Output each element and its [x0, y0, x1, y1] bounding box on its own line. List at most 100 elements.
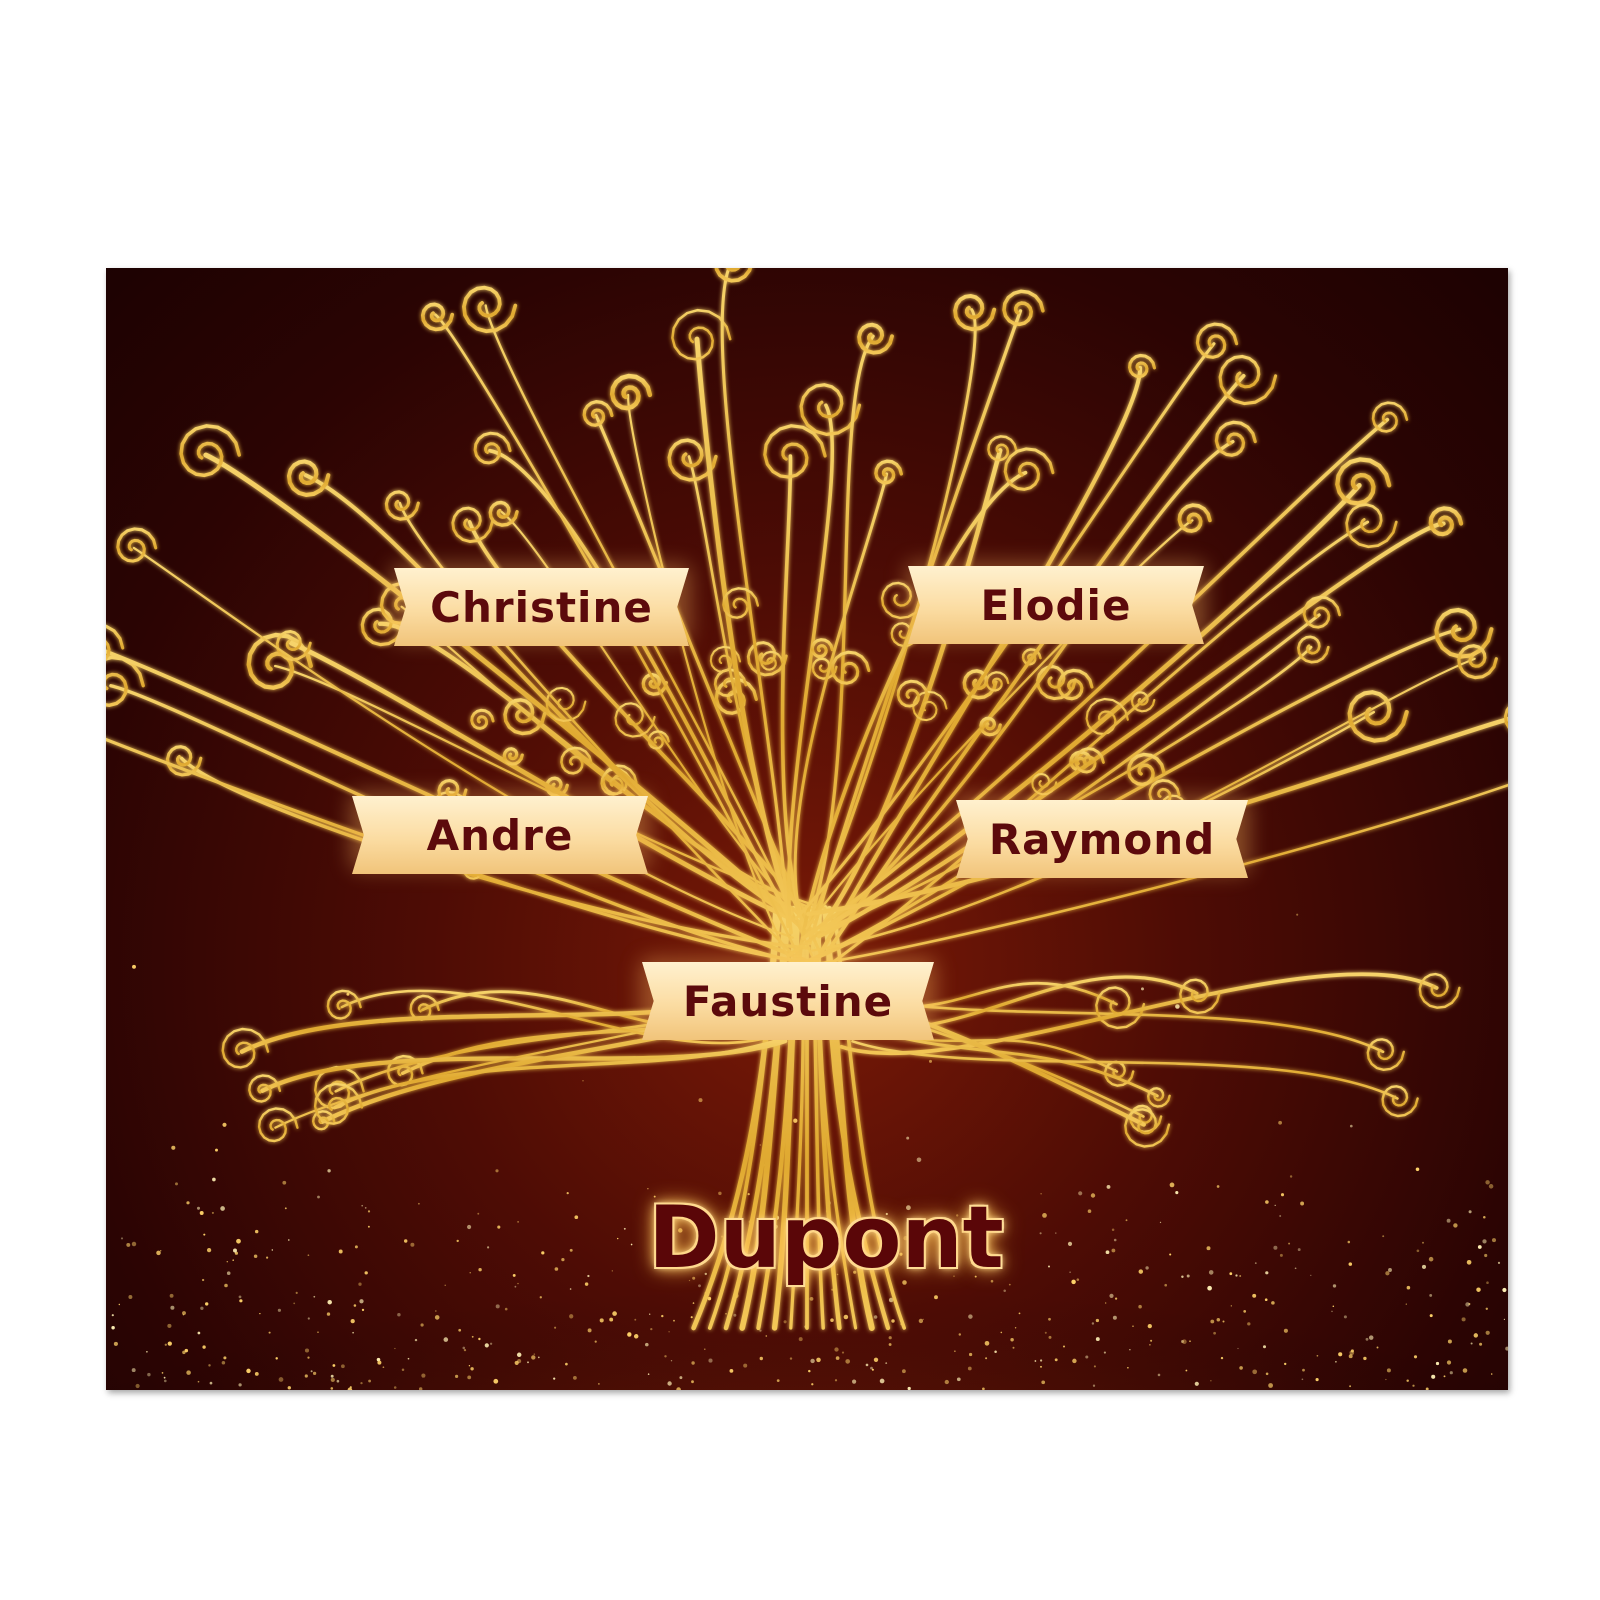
glitter-dot — [120, 1237, 124, 1240]
glitter-dot — [254, 1371, 259, 1376]
glitter-dot — [347, 1387, 353, 1390]
glitter-dot — [1132, 1325, 1134, 1327]
branch-curl — [1428, 506, 1464, 537]
glitter-dot — [1485, 1180, 1490, 1185]
glitter-dot — [587, 1274, 590, 1278]
glitter-dot — [1416, 1249, 1420, 1253]
glitter-dot — [182, 1311, 186, 1315]
branch-curl — [1371, 401, 1409, 433]
glitter-sparkles — [111, 913, 1508, 1390]
glitter-dot — [1485, 1307, 1488, 1310]
glitter-dot — [418, 1202, 420, 1205]
glitter-dot — [203, 1233, 206, 1236]
glitter-dot — [312, 1371, 317, 1376]
glitter-dot — [414, 1338, 418, 1342]
branch-curl — [451, 506, 494, 544]
glitter-dot — [789, 1357, 793, 1360]
glitter-dot — [1157, 1373, 1161, 1377]
glitter-dot — [533, 1353, 536, 1355]
glitter-dot — [128, 1295, 133, 1299]
branch — [802, 334, 875, 938]
glitter-dot — [338, 1249, 343, 1254]
member-name: Raymond — [988, 814, 1216, 864]
glitter-dot — [1446, 1218, 1451, 1223]
glitter-dot — [835, 1356, 840, 1360]
branch-curl — [313, 1082, 364, 1125]
glitter-dot — [836, 1273, 839, 1276]
branch-curl — [1381, 1085, 1419, 1118]
glitter-dot — [359, 1299, 364, 1304]
glitter-dot — [434, 1310, 437, 1312]
glitter-dot — [275, 1357, 278, 1360]
glitter-dot — [202, 1345, 206, 1349]
glitter-dot — [1239, 1366, 1243, 1370]
branch-curl — [221, 1027, 270, 1069]
glitter-dot — [1044, 1331, 1047, 1334]
glitter-dot — [282, 1180, 287, 1185]
glitter-dot — [197, 1331, 201, 1335]
glitter-dot — [111, 1314, 114, 1317]
glitter-dot — [1111, 1248, 1116, 1253]
glitter-dot — [1040, 1193, 1042, 1195]
glitter-dot — [1473, 1333, 1479, 1338]
glitter-dot — [1482, 1239, 1487, 1244]
branch-curl — [1031, 772, 1058, 796]
glitter-dot — [1127, 1366, 1129, 1369]
glitter-dot — [845, 1359, 851, 1364]
glitter-dot — [1331, 1310, 1333, 1313]
glitter-dot — [1034, 1360, 1037, 1362]
glitter-dot — [691, 1380, 694, 1384]
glitter-dot — [468, 1365, 471, 1367]
branch-curl — [462, 285, 518, 334]
branch-curl — [106, 655, 145, 708]
glitter-dot — [1072, 1358, 1077, 1364]
branch-curl — [179, 424, 241, 478]
glitter-dot — [1114, 1297, 1118, 1300]
glitter-dot — [332, 1364, 336, 1367]
glitter-dot — [358, 1282, 362, 1286]
glitter-dot — [968, 1314, 973, 1319]
glitter-dot — [401, 1368, 405, 1372]
glitter-dot — [1406, 1379, 1409, 1382]
glitter-dot — [765, 1335, 768, 1337]
glitter-dot — [1431, 1374, 1436, 1379]
branch-curl — [722, 587, 760, 619]
glitter-dot — [1447, 1339, 1452, 1344]
glitter-dot — [254, 1229, 259, 1234]
glitter-dot — [1279, 1253, 1283, 1257]
glitter-dot — [934, 1295, 938, 1300]
glitter-dot — [1129, 1349, 1131, 1351]
glitter-dot — [843, 1314, 849, 1320]
glitter-dot — [561, 1257, 565, 1262]
glitter-dot — [1428, 1256, 1434, 1262]
glitter-dot — [495, 1169, 499, 1173]
glitter-dot — [420, 1323, 424, 1327]
glitter-dot — [1349, 1385, 1352, 1388]
glitter-dot — [885, 1362, 888, 1364]
glitter-dot — [208, 1364, 211, 1367]
member-name: Andre — [426, 810, 574, 860]
glitter-dot — [1503, 1318, 1505, 1320]
glitter-dot — [170, 1305, 175, 1310]
glitter-dot — [1421, 1264, 1427, 1269]
glitter-dot — [184, 1348, 189, 1353]
glitter-dot — [611, 1270, 613, 1272]
glitter-dot — [1422, 1241, 1424, 1244]
glitter-dot — [1462, 1368, 1468, 1373]
glitter-dot — [1229, 1272, 1233, 1276]
glitter-dot — [1092, 1384, 1096, 1387]
glitter-dot — [1149, 1343, 1151, 1346]
glitter-dot — [233, 1248, 237, 1253]
glitter-dot — [661, 1314, 664, 1318]
branch-curl — [165, 745, 203, 777]
glitter-dot — [232, 1259, 234, 1261]
glitter-dot — [1368, 1335, 1374, 1340]
glitter-dot — [531, 1355, 536, 1360]
glitter-dot — [186, 1370, 191, 1375]
glitter-dot — [1280, 1193, 1285, 1197]
glitter-dot — [1429, 1293, 1433, 1297]
glitter-dot — [1412, 1384, 1415, 1387]
branch-curl — [671, 308, 732, 361]
glitter-dot — [541, 1251, 545, 1255]
branch-curl — [1335, 457, 1392, 506]
